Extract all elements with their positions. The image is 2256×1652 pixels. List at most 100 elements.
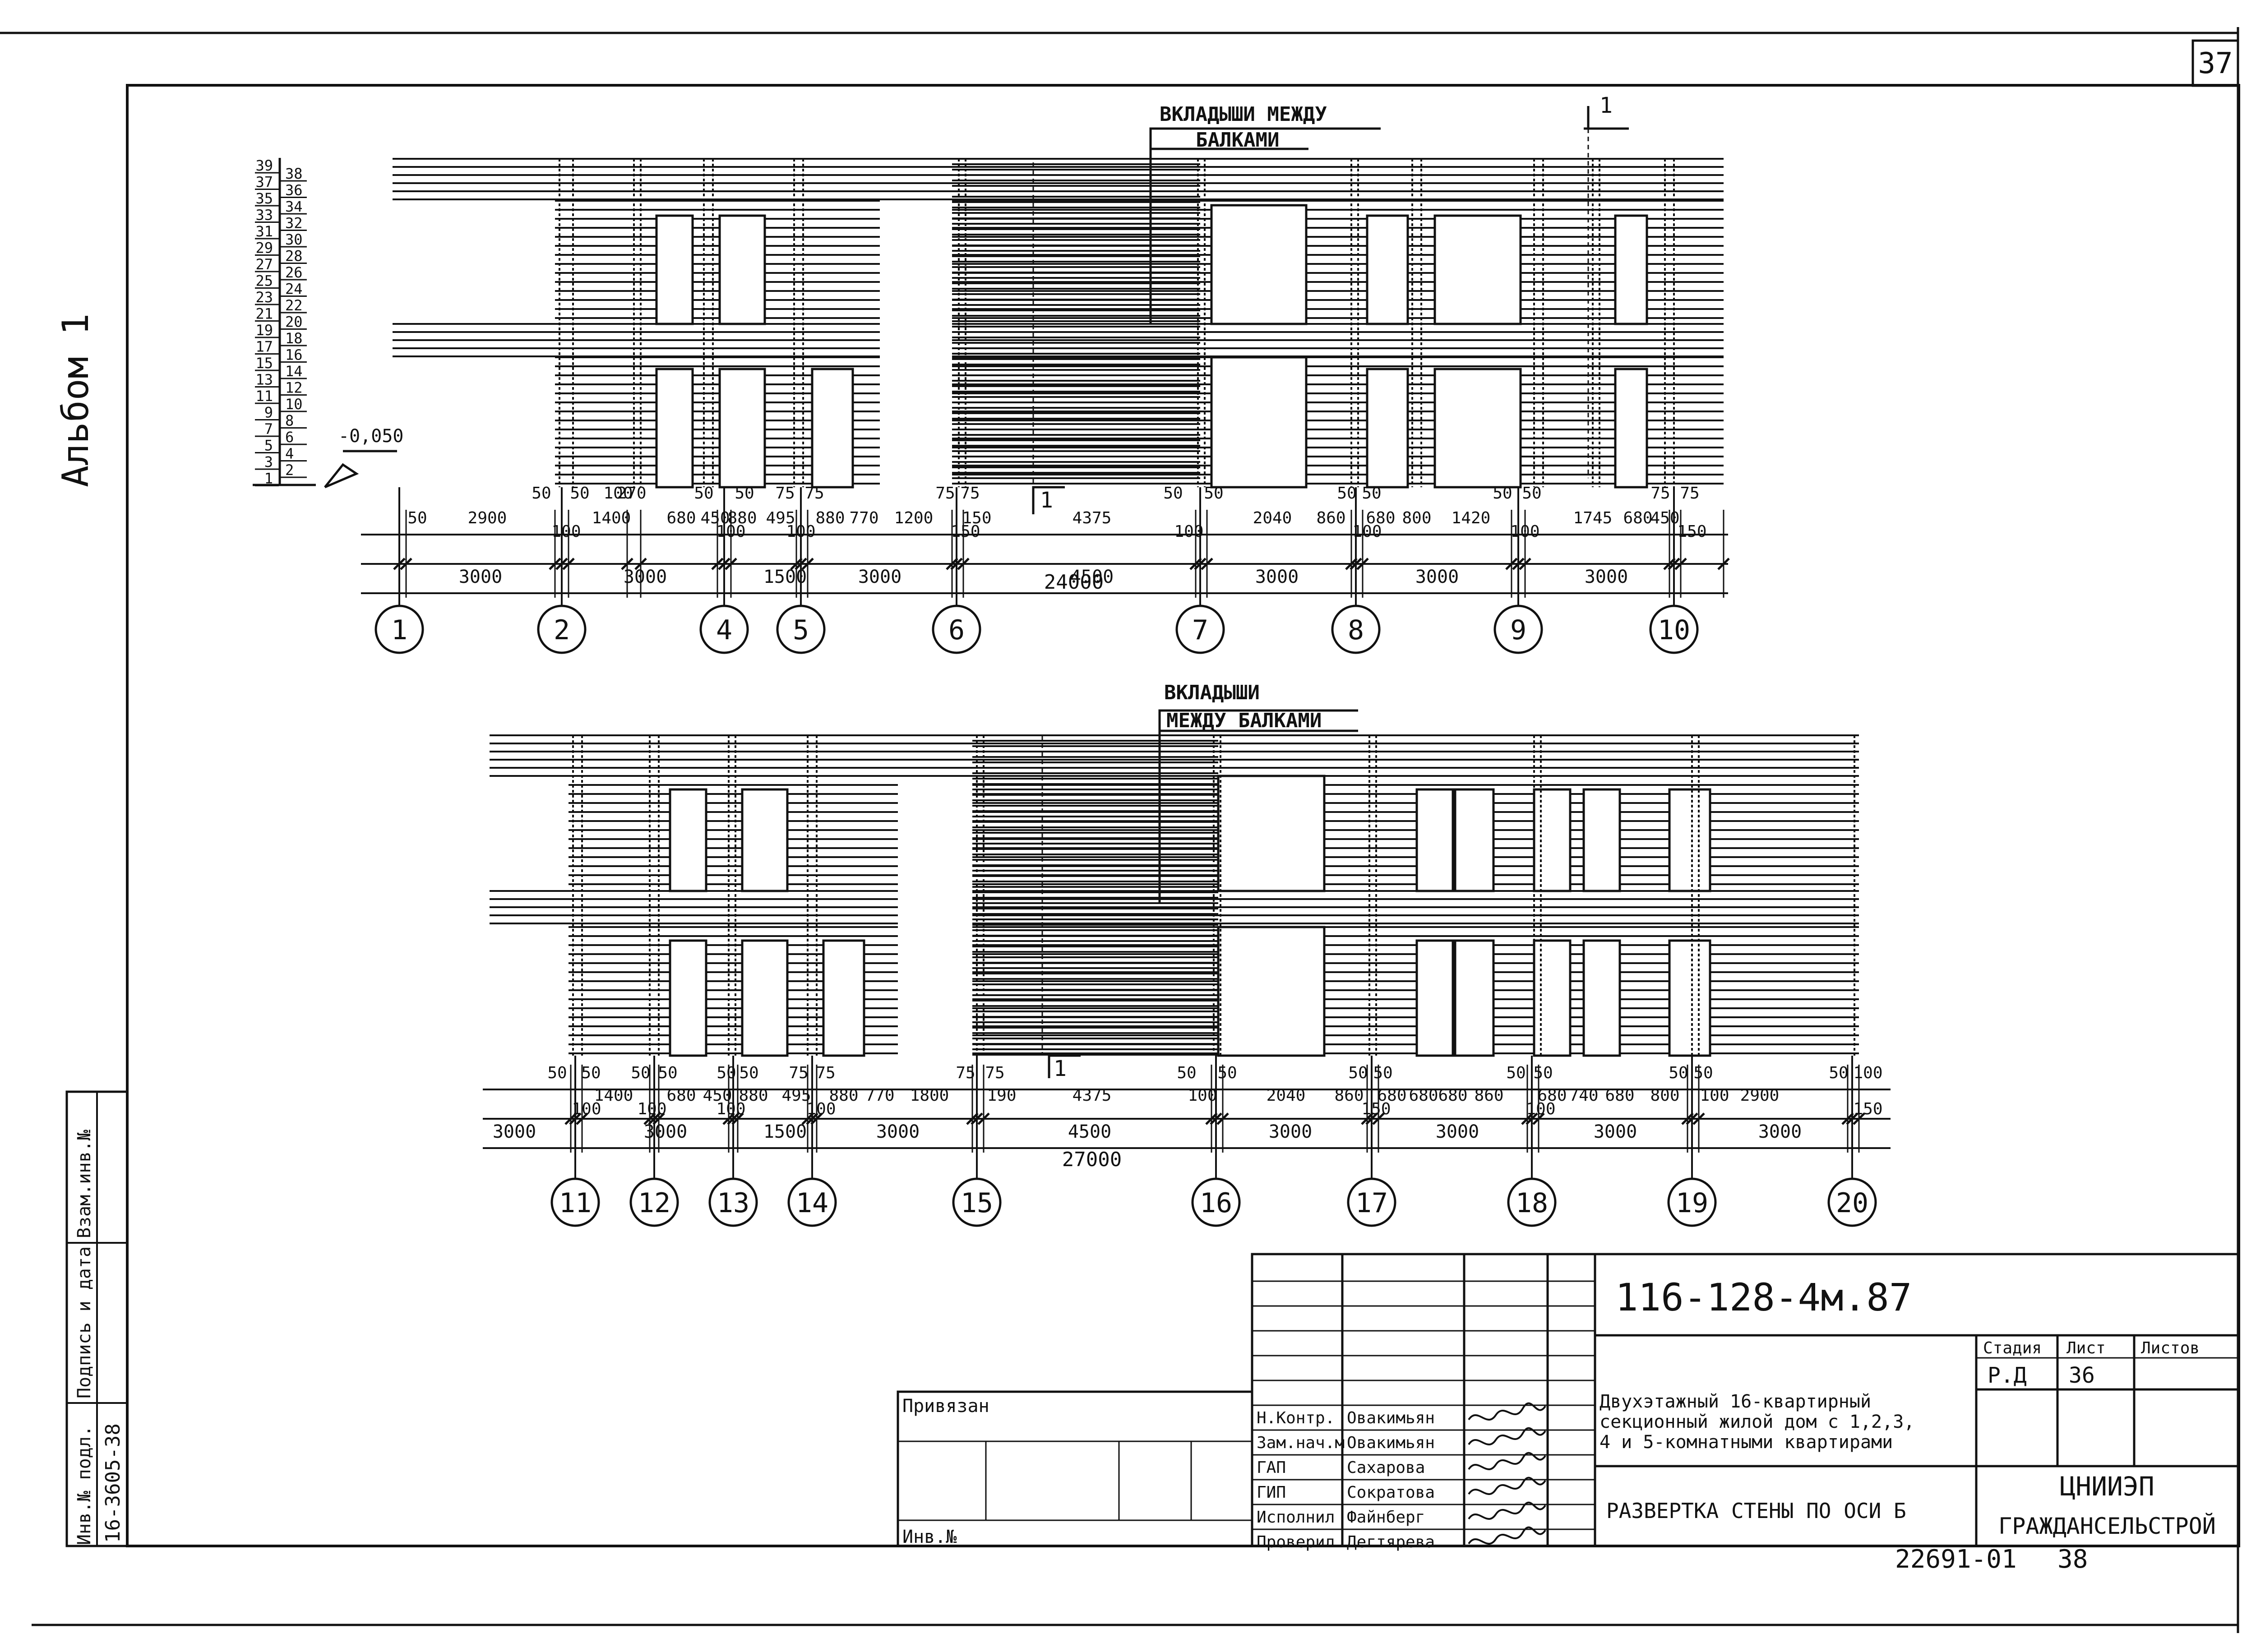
- dimension-tick: [634, 558, 647, 570]
- dimension-value-span: 3000: [1269, 1121, 1312, 1142]
- course-number-right: 6: [285, 429, 294, 446]
- dimension-tick: [576, 1112, 588, 1125]
- dimension-value: 50: [547, 1064, 567, 1082]
- dimension-tick: [549, 558, 561, 570]
- axis-bubble: [537, 605, 587, 654]
- dimension-value: 75: [816, 1064, 835, 1082]
- course-number-left: 39: [255, 157, 273, 174]
- dimension-value: 2040: [1267, 1086, 1306, 1105]
- dimension-value: 150: [962, 509, 991, 527]
- dimension-value: 740: [1569, 1086, 1598, 1105]
- axis-bubble: [629, 1177, 679, 1227]
- window-opening: [1217, 775, 1326, 892]
- course-number-right: 12: [285, 379, 303, 397]
- dimension-value: 50: [1337, 484, 1356, 503]
- signature-scribble: [1468, 1477, 1546, 1495]
- dimension-tick: [400, 558, 412, 570]
- dimension-value: 450: [1650, 509, 1679, 527]
- course-number-left: 33: [255, 207, 273, 224]
- dimension-value: 50: [570, 484, 589, 503]
- axis-label: 15: [961, 1187, 993, 1219]
- dimension-value: 270: [617, 484, 646, 503]
- dimension-value: 50: [631, 1064, 650, 1082]
- window-opening: [741, 939, 789, 1057]
- dimension-value: 880: [815, 509, 845, 527]
- elevation-mark-symbol: [324, 463, 359, 489]
- axis-bubble: [1827, 1177, 1877, 1227]
- course-number-right: 34: [285, 198, 303, 215]
- window-opening: [669, 939, 707, 1057]
- window-opening: [1210, 204, 1308, 325]
- course-number-right: 16: [285, 346, 303, 364]
- dimension-value: 100: [603, 484, 633, 503]
- dimension-value: 50: [1506, 1064, 1526, 1082]
- course-number-left: 5: [264, 437, 273, 454]
- dimension-value-span: 3000: [624, 567, 667, 587]
- stage-label: Стадия: [1983, 1339, 2042, 1357]
- dimension-value: 75: [985, 1064, 1004, 1082]
- page-number: 37: [2198, 47, 2233, 80]
- org-line1: ЦНИИЭП: [2060, 1471, 2154, 1502]
- dimension-value: 50: [1493, 484, 1512, 503]
- dimension-tick: [1356, 558, 1369, 570]
- title-block-name: Сократова: [1347, 1483, 1435, 1502]
- axis-label: 20: [1836, 1187, 1868, 1219]
- dimension-value: 50: [1373, 1064, 1392, 1082]
- dimension-value: 800: [1650, 1086, 1679, 1105]
- dimension-value-span: 3000: [1415, 567, 1459, 587]
- upper-course-numbers: 3937353331292725232119171513119753138363…: [253, 157, 316, 487]
- dimension-value-span: 3000: [1758, 1121, 1802, 1142]
- window-opening: [1614, 214, 1648, 325]
- axis-bubble: [550, 1177, 600, 1227]
- axis-bubble: [1191, 1177, 1241, 1227]
- course-number-left: 9: [264, 404, 273, 421]
- dimension-value: 100: [1174, 522, 1203, 541]
- axis-bubble: [1649, 605, 1699, 654]
- axis-bubble: [1331, 605, 1381, 654]
- lower-section-number: 1: [1054, 1056, 1067, 1081]
- lower-note-line1: ВКЛАДЫШИ: [1164, 681, 1260, 704]
- dimension-tick: [1674, 558, 1687, 570]
- axis-label: 16: [1200, 1187, 1232, 1219]
- dimension-value: 1420: [1452, 509, 1491, 527]
- course-number-right: 38: [285, 165, 303, 182]
- dimension-value: 75: [960, 484, 980, 503]
- course-number-left: 25: [255, 272, 273, 290]
- inv-podl-label: Инв.№ подл.: [74, 1426, 95, 1545]
- window-opening: [718, 368, 766, 489]
- dimension-value: 150: [1361, 1100, 1391, 1118]
- dimension-value: 50: [581, 1064, 601, 1082]
- dimension-tick: [1201, 558, 1213, 570]
- axis-bubble: [1493, 605, 1543, 654]
- dimension-tick: [977, 1112, 990, 1125]
- signature-date-label: Подпись и дата: [74, 1246, 95, 1398]
- window-opening: [669, 788, 707, 892]
- dimension-value: 100: [716, 1100, 745, 1118]
- dimension-value: 100: [551, 522, 581, 541]
- axis-label: 14: [796, 1187, 828, 1219]
- signature-scribble: [1468, 1427, 1546, 1445]
- dimension-value: 100: [1700, 1086, 1729, 1105]
- window-opening: [1454, 939, 1495, 1057]
- axis-label: 5: [793, 614, 809, 646]
- axis-label: 11: [559, 1187, 592, 1219]
- window-opening: [1415, 788, 1454, 892]
- course-number-left: 11: [255, 388, 273, 405]
- window-opening: [1582, 939, 1621, 1057]
- org-line2: ГРАЖДАНСЕЛЬСТРОЙ: [1998, 1513, 2216, 1539]
- dimension-value: 50: [1533, 1064, 1553, 1082]
- bottom-code: 22691-01: [1895, 1545, 2017, 1574]
- course-number-right: 28: [285, 248, 303, 265]
- dimension-value-span: 1500: [763, 1121, 807, 1142]
- dimension-tick: [562, 558, 575, 570]
- dimension-value: 150: [1677, 522, 1706, 541]
- course-number-left: 1: [264, 470, 273, 487]
- course-number-left: 37: [255, 174, 273, 191]
- dimension-value: 75: [804, 484, 824, 503]
- lower-wall-elevation: [490, 734, 1859, 1057]
- dimension-value: 2900: [468, 509, 507, 527]
- window-opening: [811, 368, 854, 489]
- lower-note-leader: [1158, 709, 1358, 902]
